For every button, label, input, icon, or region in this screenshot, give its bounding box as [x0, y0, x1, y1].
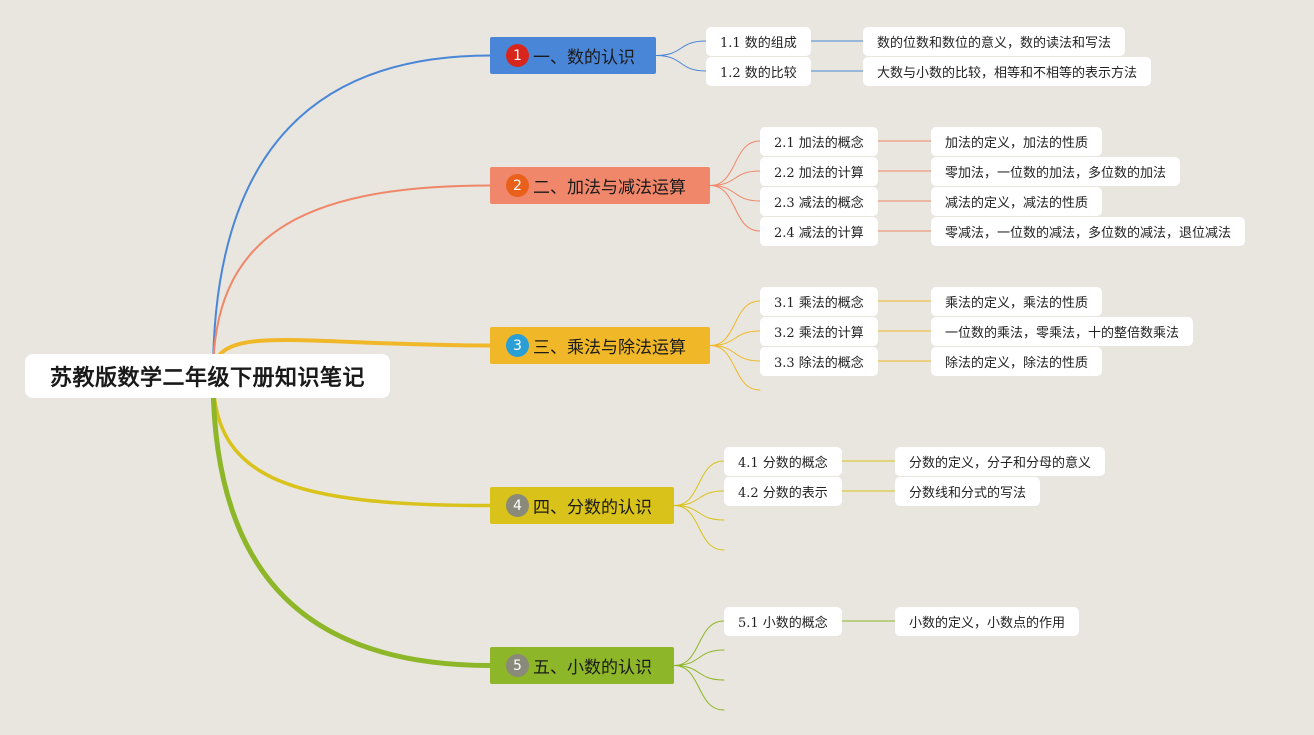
- badge-1-icon: 1: [506, 44, 529, 67]
- subtopic-label: 2.2 加法的计算: [774, 165, 864, 181]
- branch-1-number-recognition[interactable]: 1 一、数的认识: [490, 37, 656, 74]
- detail-3-1[interactable]: 乘法的定义，乘法的性质: [931, 286, 1103, 316]
- badge-4-icon: 4: [506, 494, 529, 517]
- subtopic-1-2[interactable]: 1.2 数的比较: [706, 56, 811, 86]
- detail-text: 零加法，一位数的加法，多位数的加法: [945, 165, 1167, 181]
- root-title: 苏教版数学二年级下册知识笔记: [49, 366, 365, 391]
- detail-3-2[interactable]: 一位数的乘法，零乘法，十的整倍数乘法: [931, 316, 1194, 346]
- detail-text: 零减法，一位数的减法，多位数的减法，退位减法: [945, 225, 1232, 241]
- subtopic-2-4[interactable]: 2.4 减法的计算: [760, 216, 878, 246]
- subtopic-label: 3.3 除法的概念: [774, 355, 864, 371]
- branch-5-decimals[interactable]: 5 五、小数的认识: [490, 647, 674, 684]
- subtopic-label: 5.1 小数的概念: [738, 615, 828, 631]
- subtopic-connector: [709, 185, 761, 202]
- detail-text: 除法的定义，除法的性质: [945, 355, 1089, 371]
- subtopic-connector: [655, 55, 707, 72]
- branch-5-connector: [210, 373, 493, 668]
- detail-2-3[interactable]: 减法的定义，减法的性质: [931, 186, 1103, 216]
- subtopic-connector: [673, 490, 725, 506]
- branch-label: 三、乘法与除法运算: [533, 338, 686, 358]
- subtopic-connector: [709, 300, 761, 346]
- detail-4-2[interactable]: 分数线和分式的写法: [895, 476, 1041, 506]
- subtopic-3-3[interactable]: 3.3 除法的概念: [760, 346, 878, 376]
- branch-4-connector: [211, 374, 492, 508]
- detail-2-2[interactable]: 零加法，一位数的加法，多位数的加法: [931, 156, 1181, 186]
- subtopic-5-1[interactable]: 5.1 小数的概念: [724, 606, 842, 636]
- subtopic-connector: [673, 505, 725, 551]
- detail-3-3[interactable]: 除法的定义，除法的性质: [931, 346, 1103, 376]
- branch-2-addition-subtraction[interactable]: 2 二、加法与减法运算: [490, 167, 710, 204]
- subtopic-label: 3.1 乘法的概念: [774, 295, 864, 311]
- subtopic-connector: [709, 345, 761, 362]
- subtopic-label: 2.3 减法的概念: [774, 195, 864, 211]
- subtopic-2-1[interactable]: 2.1 加法的概念: [760, 126, 878, 156]
- subtopic-connector: [673, 649, 725, 666]
- subtopic-1-1[interactable]: 1.1 数的组成: [706, 26, 811, 56]
- subtopic-connector: [709, 170, 761, 186]
- detail-text: 小数的定义，小数点的作用: [909, 615, 1066, 631]
- badge-5-icon: 5: [506, 654, 529, 677]
- subtopic-label: 4.1 分数的概念: [738, 455, 828, 471]
- subtopic-2-3[interactable]: 2.3 减法的概念: [760, 186, 878, 216]
- subtopic-label: 4.2 分数的表示: [738, 485, 828, 501]
- subtopic-connector: [709, 345, 761, 391]
- detail-text: 乘法的定义，乘法的性质: [945, 295, 1089, 311]
- detail-1-1[interactable]: 数的位数和数位的意义，数的读法和写法: [863, 26, 1126, 56]
- subtopic-connector: [673, 665, 725, 711]
- subtopic-label: 2.4 减法的计算: [774, 225, 864, 241]
- subtopic-connector: [673, 620, 725, 666]
- detail-text: 分数的定义，分子和分母的意义: [909, 455, 1092, 471]
- detail-2-1[interactable]: 加法的定义，加法的性质: [931, 126, 1103, 156]
- detail-text: 一位数的乘法，零乘法，十的整倍数乘法: [945, 325, 1180, 341]
- subtopic-label: 1.2 数的比较: [720, 65, 797, 81]
- detail-4-1[interactable]: 分数的定义，分子和分母的意义: [895, 446, 1106, 476]
- subtopic-label: 1.1 数的组成: [720, 35, 797, 51]
- detail-1-2[interactable]: 大数与小数的比较，相等和不相等的表示方法: [863, 56, 1152, 86]
- subtopic-connector: [709, 330, 761, 346]
- subtopic-connector: [709, 185, 761, 232]
- branch-4-fractions[interactable]: 4 四、分数的认识: [490, 487, 674, 524]
- subtopic-connector: [673, 505, 725, 521]
- branch-label: 一、数的认识: [533, 48, 635, 68]
- detail-text: 大数与小数的比较，相等和不相等的表示方法: [877, 65, 1138, 81]
- subtopic-connector: [655, 40, 707, 56]
- detail-2-4[interactable]: 零减法，一位数的减法，多位数的减法，退位减法: [931, 216, 1246, 246]
- subtopic-connector: [709, 140, 761, 186]
- branch-label: 五、小数的认识: [533, 658, 652, 678]
- subtopic-label: 3.2 乘法的计算: [774, 325, 864, 341]
- detail-text: 减法的定义，减法的性质: [945, 195, 1089, 211]
- subtopic-label: 2.1 加法的概念: [774, 135, 864, 151]
- subtopic-4-1[interactable]: 4.1 分数的概念: [724, 446, 842, 476]
- subtopic-2-2[interactable]: 2.2 加法的计算: [760, 156, 878, 186]
- branch-3-multiplication-division[interactable]: 3 三、乘法与除法运算: [490, 327, 710, 364]
- subtopic-3-1[interactable]: 3.1 乘法的概念: [760, 286, 878, 316]
- branch-1-connector: [212, 54, 491, 377]
- subtopic-4-2[interactable]: 4.2 分数的表示: [724, 476, 842, 506]
- detail-5-1[interactable]: 小数的定义，小数点的作用: [895, 606, 1080, 636]
- subtopic-3-2[interactable]: 3.2 乘法的计算: [760, 316, 878, 346]
- detail-text: 分数线和分式的写法: [909, 485, 1027, 501]
- subtopic-connector: [673, 665, 725, 681]
- root-topic[interactable]: 苏教版数学二年级下册知识笔记: [25, 354, 390, 398]
- subtopic-connector: [673, 460, 725, 506]
- detail-text: 数的位数和数位的意义，数的读法和写法: [877, 35, 1112, 51]
- detail-text: 加法的定义，加法的性质: [945, 135, 1089, 151]
- branch-label: 二、加法与减法运算: [533, 178, 686, 198]
- branch-label: 四、分数的认识: [533, 498, 652, 518]
- badge-2-icon: 2: [506, 174, 529, 197]
- badge-3-icon: 3: [506, 334, 529, 357]
- branch-2-connector: [212, 184, 491, 377]
